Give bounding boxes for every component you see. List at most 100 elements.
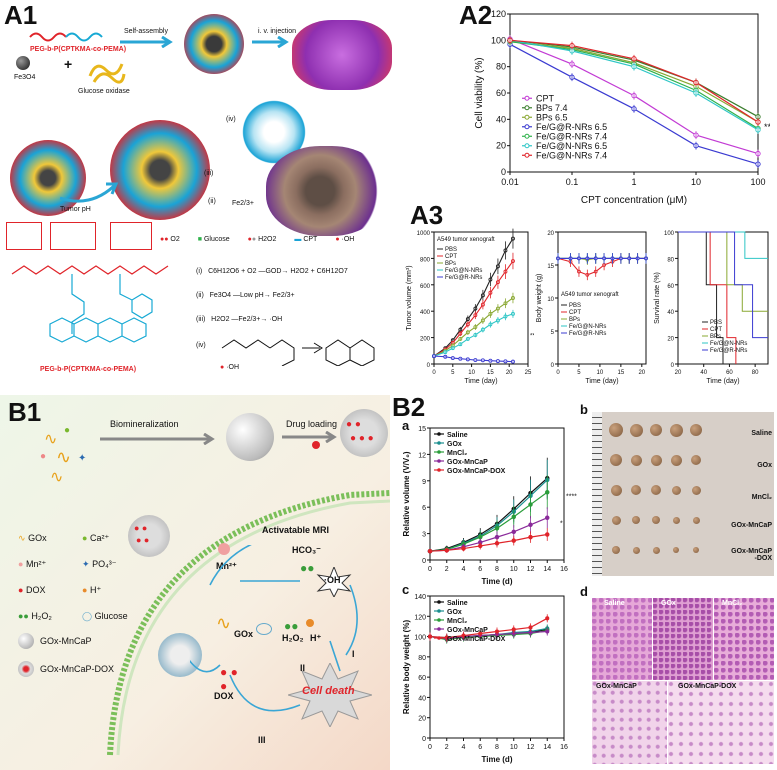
step-ii-label: (ii) bbox=[208, 198, 216, 205]
legend-label: GOx-MnCaP-DOX bbox=[447, 468, 506, 475]
polymer-name-top: PEG-b-P(CPTKMA-co-PEMA) bbox=[30, 46, 127, 53]
legend-label: GOx bbox=[447, 609, 462, 616]
legend-marker bbox=[524, 133, 530, 139]
x-tick-label: 80 bbox=[752, 370, 759, 376]
polymer-chain-icon bbox=[29, 32, 103, 42]
panel-b1: B1 ∿ ● ● ∿ ✦ ∿ Biomineralization Drug lo… bbox=[0, 395, 390, 770]
tumor-sample-icon bbox=[691, 455, 701, 465]
series-line bbox=[429, 477, 548, 552]
iv-injection-label: i. v. injection bbox=[258, 28, 296, 35]
x-tick-label: 2 bbox=[445, 744, 449, 751]
tumor-sample-icon bbox=[671, 485, 681, 495]
y-tick-label: 800 bbox=[420, 257, 431, 263]
x-tick-label: 4 bbox=[462, 566, 466, 573]
y-tick-label: 0 bbox=[501, 167, 506, 177]
x-tick-label: 0 bbox=[428, 566, 432, 573]
hco3-label: HCO₃⁻ bbox=[292, 545, 321, 555]
legend-marker bbox=[437, 609, 441, 613]
gox-mncap-dox-particle-icon: ● ● ● ● ● bbox=[340, 409, 388, 457]
tumor-photo: Saline GOx MnCl₂ GOx-MnCaP GOx-MnCaP -DO… bbox=[592, 412, 774, 576]
y-tick-label: 1000 bbox=[417, 231, 431, 237]
chart-a3-bodyweight: 051015200510152025Time (day)Body weight … bbox=[536, 231, 648, 385]
y-tick-label: 600 bbox=[420, 284, 431, 290]
reaction-iv: (iv) bbox=[196, 342, 206, 349]
legend-row-3: ● DOX ● H⁺ bbox=[18, 585, 102, 595]
x-tick-label: 6 bbox=[478, 566, 482, 573]
reaction-i: (i) C6H12O6 + O2 —GOD→ H2O2 + C6H12O7 bbox=[196, 268, 348, 275]
h2o2-icon: ●● bbox=[284, 619, 299, 633]
y-tick-label: 40 bbox=[418, 695, 426, 702]
legend-row-2: ● Mn²⁺ ✦ PO₄³⁻ bbox=[18, 559, 117, 569]
series-line bbox=[678, 231, 768, 312]
histo-label-saline: Saline bbox=[604, 600, 625, 607]
legend-gox-mncap-dox: GOx-MnCaP-DOX bbox=[18, 661, 114, 677]
y-tick-label: 200 bbox=[420, 337, 431, 343]
glucose-oxidase-label: Glucose oxidase bbox=[78, 88, 130, 95]
subpanel-b-label: b bbox=[580, 402, 588, 417]
tumor-sample-icon bbox=[652, 516, 660, 524]
legend-label: CPT bbox=[710, 327, 722, 333]
mechanism-arrows-icon bbox=[190, 545, 358, 712]
panel-label-b2: B2 bbox=[392, 392, 426, 422]
x-tick-label: 10 bbox=[691, 177, 701, 187]
y-tick-label: 60 bbox=[418, 675, 426, 682]
histo-gox-mncap: GOx-MnCaP bbox=[592, 681, 667, 764]
legend-label: Fe/G@R-NRs bbox=[445, 275, 482, 281]
tumor-sample-icon bbox=[693, 547, 699, 553]
fe-ion-label: Fe2/3+ bbox=[232, 200, 254, 207]
a1-legend: ●● O2 ■ Glucose ●● H2O2 ▬ CPT ● ·OH bbox=[160, 236, 354, 243]
x-tick-label: 0.1 bbox=[566, 177, 579, 187]
x-tick-label: 0 bbox=[432, 370, 436, 376]
photo-label-saline: Saline bbox=[751, 430, 772, 437]
legend-label: Saline bbox=[447, 600, 468, 607]
legend-marker bbox=[437, 636, 441, 640]
legend-o2: ●● O2 bbox=[160, 236, 180, 243]
series-line bbox=[429, 630, 548, 640]
legend-label: BPs bbox=[569, 317, 580, 323]
x-tick-label: 40 bbox=[700, 370, 707, 376]
tumor-grid bbox=[606, 418, 710, 574]
series-line bbox=[678, 231, 768, 339]
oh-label: ·OH bbox=[324, 575, 341, 585]
x-tick-label: 25 bbox=[525, 370, 532, 376]
cell-death-label: Cell death bbox=[302, 685, 355, 697]
panel-a1: PEG-b-P(CPTKMA-co-PEMA) + Fe3O4 Glucose … bbox=[0, 0, 400, 390]
legend-h2o2: ●● H2O2 bbox=[247, 236, 277, 243]
legend-marker bbox=[437, 432, 441, 436]
y-tick-label: 80 bbox=[667, 257, 674, 263]
tumor-sample-icon bbox=[669, 423, 683, 437]
y-tick-label: 40 bbox=[496, 114, 506, 124]
tumor-sample-icon bbox=[610, 484, 622, 496]
photo-label-mncl2: MnCl₂ bbox=[751, 494, 772, 501]
x-tick-label: 20 bbox=[638, 370, 645, 376]
histology-grid: Saline GOx MnCl₂ GOx-MnCaP GOx-MnCaP-DOX bbox=[592, 598, 774, 764]
y-tick-label: 20 bbox=[496, 141, 506, 151]
significance-mark-1: **** bbox=[566, 493, 577, 500]
series-line bbox=[429, 617, 548, 639]
chart-title: A549 tumor xenograft bbox=[561, 292, 619, 298]
tumor-sample-icon bbox=[629, 423, 643, 437]
precursor-mix-icon: ∿ ● ● ∿ ✦ ∿ bbox=[40, 425, 87, 486]
panel-label-a3: A3 bbox=[410, 200, 444, 230]
y-tick-label: 0 bbox=[427, 363, 431, 369]
tumor-sample-icon bbox=[632, 516, 640, 524]
step-iii-label: (iii) bbox=[204, 170, 214, 177]
legend-glucose: ■ Glucose bbox=[197, 236, 230, 243]
tumor-sample-icon bbox=[610, 454, 622, 466]
tumor-ph-label: Tumor pH bbox=[60, 206, 91, 213]
y-axis-label: Relative body weight (%) bbox=[402, 620, 411, 715]
x-tick-label: 16 bbox=[560, 744, 568, 751]
fe3o4-particle-icon bbox=[16, 56, 30, 70]
legend-label: Fe/G@N-NRs 6.5 bbox=[536, 141, 607, 151]
y-tick-label: 60 bbox=[496, 88, 506, 98]
legend-label: Fe/G@N-NRs bbox=[445, 268, 482, 274]
arrow-right-icon-2 bbox=[252, 36, 289, 48]
y-tick-label: 9 bbox=[422, 479, 426, 486]
histo-label-gox-mncap-dox: GOx-MnCaP-DOX bbox=[678, 683, 737, 690]
series-line bbox=[429, 491, 548, 552]
h2o2-label: H₂O₂ bbox=[282, 633, 304, 643]
x-tick-label: 5 bbox=[577, 370, 581, 376]
significance-mark: *** bbox=[530, 334, 534, 340]
histo-saline: Saline bbox=[592, 598, 652, 680]
legend-label: Fe/G@N-NRs bbox=[710, 341, 747, 347]
